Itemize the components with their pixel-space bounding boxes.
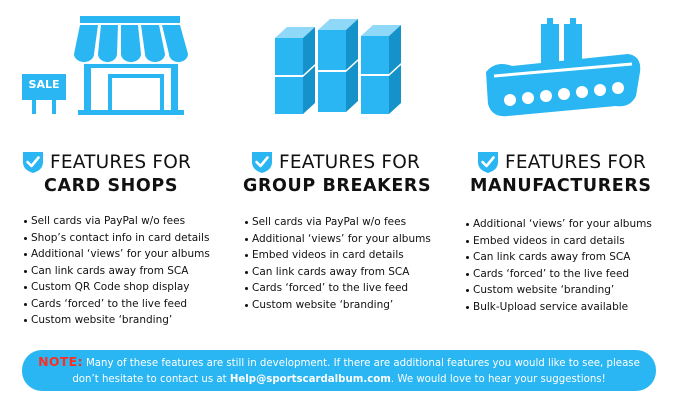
- feature-list-manufacturers: Additional ‘views’ for your albums Embed…: [466, 216, 652, 315]
- heading-prefix-text: FEATURES FOR: [279, 151, 421, 173]
- sale-sign-text: SALE: [28, 78, 60, 91]
- list-item: Shop’s contact info in card details: [24, 230, 210, 247]
- list-item: Cards ‘forced’ to the live feed: [24, 296, 210, 313]
- contact-email-link[interactable]: Help@sportscardalbum.com: [229, 373, 391, 385]
- list-item: Additional ‘views’ for your albums: [24, 246, 210, 263]
- list-item: Custom QR Code shop display: [24, 279, 210, 296]
- list-item: Can link cards away from SCA: [245, 264, 431, 281]
- card-boxes-icon: [272, 16, 407, 126]
- list-item: Bulk-Upload service available: [466, 299, 652, 316]
- feature-list-group-breakers: Sell cards via PayPal w/o fees Additiona…: [245, 214, 431, 313]
- heading-group-breakers: GROUP BREAKERS: [243, 176, 432, 196]
- note-label: NOTE:: [38, 354, 83, 369]
- list-item: Additional ‘views’ for your albums: [245, 231, 431, 248]
- list-item: Sell cards via PayPal w/o fees: [245, 214, 431, 231]
- shield-check-icon: [478, 152, 498, 173]
- list-item: Custom website ‘branding’: [245, 297, 431, 314]
- list-item: Can link cards away from SCA: [466, 249, 652, 266]
- feature-list-card-shops: Sell cards via PayPal w/o fees Shop’s co…: [24, 213, 210, 329]
- list-item: Sell cards via PayPal w/o fees: [24, 213, 210, 230]
- note-banner: NOTE: Many of these features are still i…: [22, 350, 656, 391]
- list-item: Additional ‘views’ for your albums: [466, 216, 652, 233]
- list-item: Embed videos in card details: [245, 247, 431, 264]
- note-text-end: . We would love to hear your suggestions…: [390, 373, 606, 385]
- heading-prefix-card-shops: FEATURES FOR: [22, 150, 191, 174]
- list-item: Custom website ‘branding’: [24, 312, 210, 329]
- list-item: Cards ‘forced’ to the live feed: [466, 266, 652, 283]
- heading-prefix-text: FEATURES FOR: [50, 151, 192, 173]
- list-item: Custom website ‘branding’: [466, 282, 652, 299]
- note-text: Many of these features are still in deve…: [72, 358, 640, 385]
- list-item: Can link cards away from SCA: [24, 263, 210, 280]
- heading-prefix-text: FEATURES FOR: [505, 151, 647, 173]
- heading-prefix-manufacturers: FEATURES FOR: [477, 150, 646, 174]
- conveyor-belt-icon: [480, 14, 650, 128]
- storefront-icon: [22, 14, 192, 123]
- heading-card-shops: CARD SHOPS: [44, 176, 179, 196]
- list-item: Cards ‘forced’ to the live feed: [245, 280, 431, 297]
- list-item: Embed videos in card details: [466, 233, 652, 250]
- shield-check-icon: [252, 152, 272, 173]
- heading-manufacturers: MANUFACTURERS: [470, 176, 652, 196]
- shield-check-icon: [23, 152, 43, 173]
- heading-prefix-group-breakers: FEATURES FOR: [251, 150, 420, 174]
